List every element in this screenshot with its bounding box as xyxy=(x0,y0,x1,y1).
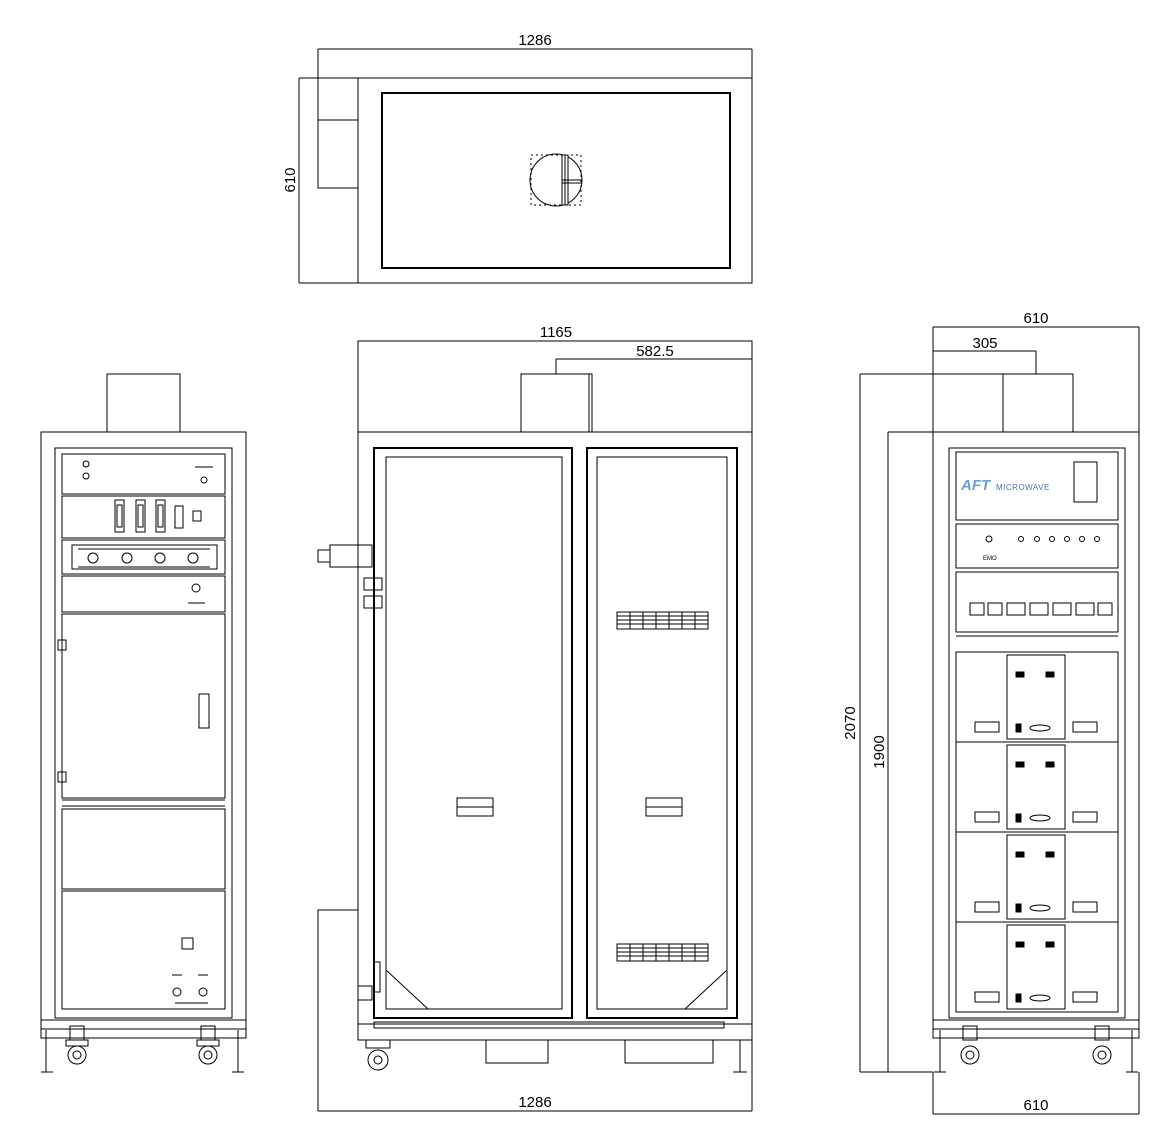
side-bottom-depth-dimension: 610 xyxy=(1023,1097,1048,1114)
top-view: 1286 610 xyxy=(282,32,753,284)
top-depth-dimension: 610 xyxy=(282,167,299,192)
generator-unit-4 xyxy=(955,921,1119,1013)
front-overall-width-dimension: 1286 xyxy=(518,1094,551,1111)
front-view: 1165 582.5 xyxy=(317,324,753,1112)
side-depth-dimension: 610 xyxy=(1023,310,1048,327)
generator-unit-1 xyxy=(955,651,1119,743)
top-fan-icon xyxy=(529,153,583,207)
generator-unit-3 xyxy=(955,831,1119,923)
side-half-depth-dimension: 305 xyxy=(972,335,997,352)
emo-label: EMO xyxy=(983,556,997,562)
top-width-dimension: 1286 xyxy=(518,32,551,49)
generator-unit-2 xyxy=(955,741,1119,833)
side-cabinet-height-dimension: 1900 xyxy=(871,735,888,768)
side-view: 610 305 2070 1900 610 AFT MICROWAVE EMO xyxy=(842,310,1140,1115)
front-width-dimension: 1165 xyxy=(540,324,572,341)
aft-logo: AFT xyxy=(960,477,992,494)
left-rack-view xyxy=(40,373,247,1073)
aft-logo-subtext: MICROWAVE xyxy=(996,483,1050,492)
side-overall-height-dimension: 2070 xyxy=(842,706,859,739)
front-half-width-dimension: 582.5 xyxy=(636,343,674,360)
vent-grille-lower xyxy=(616,943,709,962)
vent-grille-upper xyxy=(616,611,709,630)
